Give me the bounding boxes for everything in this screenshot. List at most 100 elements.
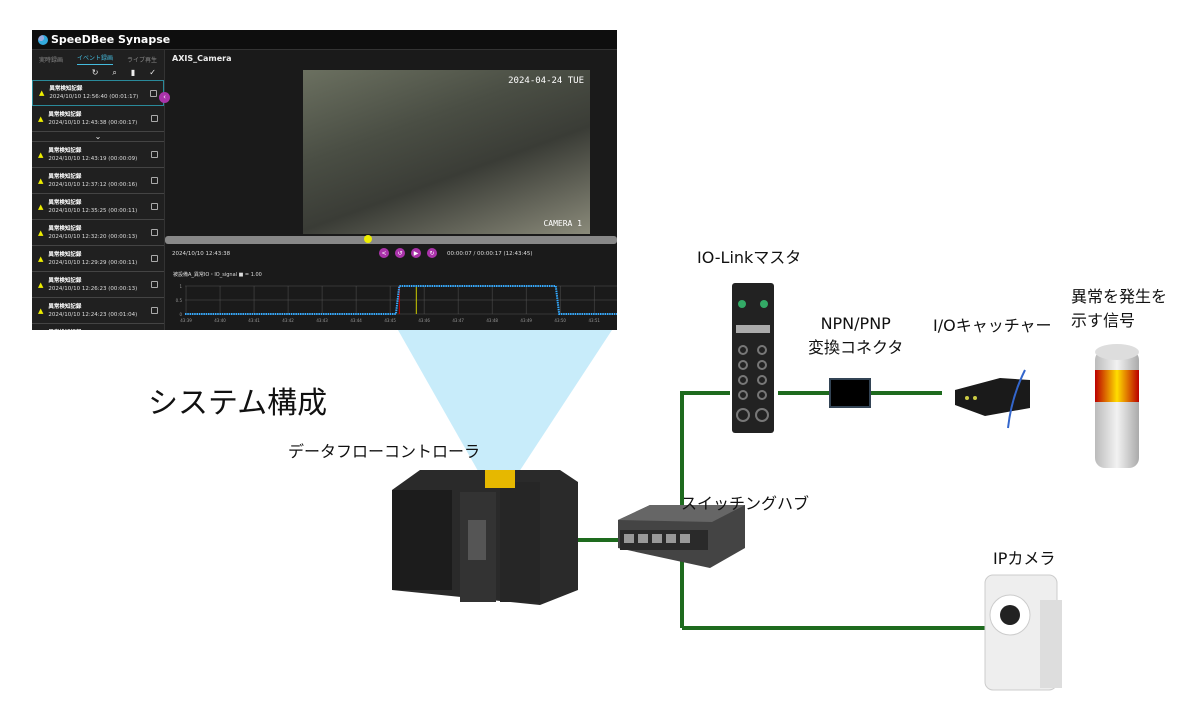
event-time: 2024/10/10 12:32:20 (00:00:13)	[48, 233, 138, 240]
timeline-knob[interactable]	[364, 235, 373, 243]
io-catcher-device	[955, 369, 1030, 429]
event-checkbox[interactable]	[151, 307, 158, 314]
x-tick-label: 43:45	[384, 318, 396, 323]
signal-tower-device	[1095, 344, 1139, 468]
sidebar-tabs: 実時録画 イベント録画 ライブ再生	[32, 50, 164, 68]
x-tick-label: 43:40	[214, 318, 226, 323]
delete-icon[interactable]: ▮	[130, 68, 136, 77]
event-time: 2024/10/10 12:24:23 (00:01:04)	[48, 311, 138, 318]
app-header: SpeeDBee Synapse	[32, 30, 617, 50]
tab-event-recording[interactable]: イベント録画	[76, 53, 113, 65]
event-title: 異常検知記録	[48, 199, 82, 206]
switch-label: スイッチングハブ	[681, 494, 810, 513]
video-camera-overlay: CAMERA 1	[543, 219, 582, 228]
playback-time: 00:00:07 / 00:00:17 (12:43:45)	[447, 251, 533, 257]
event-time: 2024/10/10 12:37:12 (00:00:16)	[48, 181, 138, 188]
search-icon[interactable]: ⌕	[112, 68, 117, 77]
x-tick-label: 43:44	[350, 318, 362, 323]
event-checkbox[interactable]	[151, 115, 158, 122]
event-checkbox[interactable]	[151, 281, 158, 288]
warning-icon: ▲	[38, 280, 44, 289]
event-title: 異常検知記録	[48, 111, 82, 118]
ip-camera-label: IPカメラ	[993, 549, 1056, 568]
signal-label-1: 異常を発生を	[1071, 287, 1168, 306]
event-title: 異常検知記録	[48, 147, 82, 154]
signal-label-2: 示す信号	[1071, 311, 1136, 330]
event-checkbox[interactable]	[151, 255, 158, 262]
event-checkbox[interactable]	[151, 229, 158, 236]
projection-beam	[398, 330, 612, 478]
ip-camera-device	[984, 574, 1062, 691]
event-title: 異常検知記録	[48, 173, 82, 180]
converter-label-2: 変換コネクタ	[808, 338, 904, 357]
x-tick-label: 43:47	[452, 318, 464, 323]
warning-icon: ▲	[38, 150, 44, 159]
event-checkbox[interactable]	[151, 151, 158, 158]
play-icon[interactable]: ▶	[411, 248, 421, 258]
tab-live-playback[interactable]: ライブ再生	[126, 56, 157, 64]
series-line	[185, 285, 617, 315]
event-checkbox[interactable]	[151, 203, 158, 210]
warning-icon: ▲	[38, 228, 44, 237]
event-checkbox[interactable]	[150, 89, 157, 97]
event-time: 2024/10/10 12:35:25 (00:00:11)	[48, 207, 138, 214]
camera-video[interactable]: 2024-04-24 TUE CAMERA 1	[303, 70, 590, 234]
check-icon[interactable]: ✓	[149, 68, 156, 77]
npn-pnp-converter-device	[829, 378, 871, 408]
warning-icon: ▲	[38, 202, 44, 211]
y-tick-label: 1	[179, 284, 182, 289]
collapse-sidebar-button[interactable]: ‹	[159, 92, 170, 103]
event-checkbox[interactable]	[151, 177, 158, 184]
video-date-overlay: 2024-04-24 TUE	[508, 76, 584, 86]
warning-icon: ▲	[38, 306, 44, 315]
catcher-label: I/Oキャッチャー	[933, 316, 1052, 335]
iolink-label: IO-Linkマスタ	[697, 248, 802, 267]
event-item[interactable]: ▲ 異常検知記録 2024/10/10 12:56:40 (00:01:17)	[32, 80, 164, 106]
event-title: 異常検知記録	[49, 86, 83, 92]
timeline-slider[interactable]	[165, 235, 617, 244]
x-tick-label: 43:46	[418, 318, 430, 323]
tab-realtime-recording[interactable]: 実時録画	[38, 56, 63, 64]
converter-label-1: NPN/PNP	[820, 314, 891, 333]
y-tick-label: 0.5	[176, 298, 183, 303]
share-icon[interactable]: <	[379, 248, 389, 258]
sidebar-toolbar: ↻ ⌕ ▮ ✓	[32, 68, 164, 80]
event-time: 2024/10/10 12:29:29 (00:00:11)	[48, 259, 138, 266]
playback-controls: 2024/10/10 12:43:38 <↺▶↻ 00:00:07 / 00:0…	[172, 248, 617, 262]
event-time: 2024/10/10 12:26:23 (00:00:13)	[48, 285, 138, 292]
warning-icon: ▲	[39, 89, 45, 97]
refresh-icon[interactable]: ↻	[91, 68, 99, 77]
controller-label: データフローコントローラ	[288, 442, 481, 461]
rewind-icon[interactable]: ↺	[395, 248, 405, 258]
x-tick-label: 43:39	[180, 318, 192, 323]
x-tick-label: 43:48	[486, 318, 498, 323]
switching-hub-device	[618, 505, 745, 568]
app-logo: SpeeDBee Synapse	[38, 33, 170, 46]
forward-icon[interactable]: ↻	[427, 248, 437, 258]
event-text: 異常検知記録 2024/10/10 12:56:40 (00:01:17)	[49, 85, 145, 101]
event-time: 2024/10/10 12:56:40 (00:01:17)	[49, 94, 139, 100]
event-title: 異常検知記録	[48, 277, 82, 284]
x-tick-label: 43:49	[520, 318, 532, 323]
expand-chevron-icon[interactable]: ⌄	[32, 132, 164, 142]
event-title: 異常検知記録	[48, 225, 82, 232]
